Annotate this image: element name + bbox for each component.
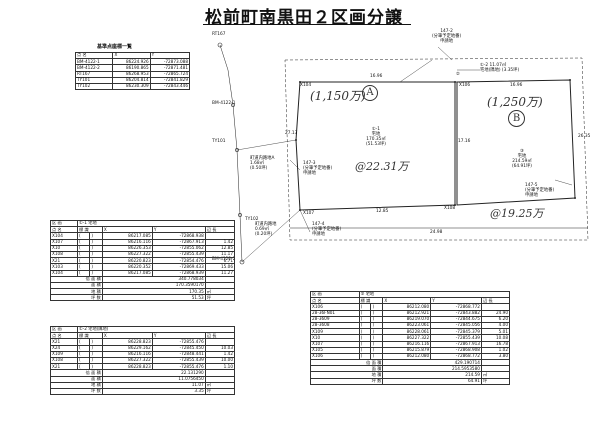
traverse-line-2 xyxy=(241,209,301,263)
parcel-1-outline xyxy=(295,81,456,211)
bm-label-3: TY101 xyxy=(212,139,226,144)
table-row: X104()86217.085-72868.938 xyxy=(49,232,236,240)
bm-label-4: TY102 xyxy=(245,217,259,222)
dim-left: 27.13 xyxy=(285,131,298,136)
dim-top: 16.96 xyxy=(370,74,383,79)
dim-bottom: 12.85 xyxy=(376,209,389,214)
hand-unit-b: @19.25万 xyxy=(490,207,544,220)
point-label: X104 xyxy=(300,83,312,88)
point-label: X107 xyxy=(303,211,315,216)
bm-label-rt167: RT167 xyxy=(212,32,226,37)
traverse-line xyxy=(219,44,243,263)
dim-right: 26.35 xyxy=(578,134,591,139)
point-label: X108 xyxy=(444,206,456,211)
benchmark-caption: 基準点座標一覧 xyxy=(97,44,133,50)
road-strip-label: ② xyxy=(456,72,460,77)
dim-road: 24.98 xyxy=(430,230,443,235)
sub-lot-147-3: 147-3(分筆予定地番)申請地 xyxy=(303,161,333,176)
hand-unit-a: @22.31万 xyxy=(355,160,409,173)
sub-lot-147-5: 147-5(分筆予定地番)申請地 xyxy=(525,183,555,198)
outer-boundary xyxy=(284,57,589,241)
hand-price-a: (1,150万) xyxy=(310,89,366,103)
bm-label-1: BM-4122-1 xyxy=(212,101,236,106)
traverse-line-3 xyxy=(236,139,297,151)
table-row: X21()86228.823-72855.476 xyxy=(49,338,236,346)
sub-lot-147-2: 147-2(分筆予定地番)申請地 xyxy=(432,29,462,44)
dim-top-b: 16.96 xyxy=(510,83,523,88)
hand-price-b: (1,250万) xyxy=(487,95,543,109)
dim-mid: 17.16 xyxy=(458,139,471,144)
sub-lot-147-4: 147-4(分筆予定地番)申請地 xyxy=(312,222,342,237)
page-title: 松前町南黒田２区画分譲 xyxy=(205,8,403,28)
point-label: X106 xyxy=(459,83,471,88)
hand-circle-b: B xyxy=(508,110,525,127)
hand-circle-a: A xyxy=(362,85,378,101)
title-underline xyxy=(203,24,411,25)
table-row: X106()86212.080-72868.772 xyxy=(310,303,511,311)
